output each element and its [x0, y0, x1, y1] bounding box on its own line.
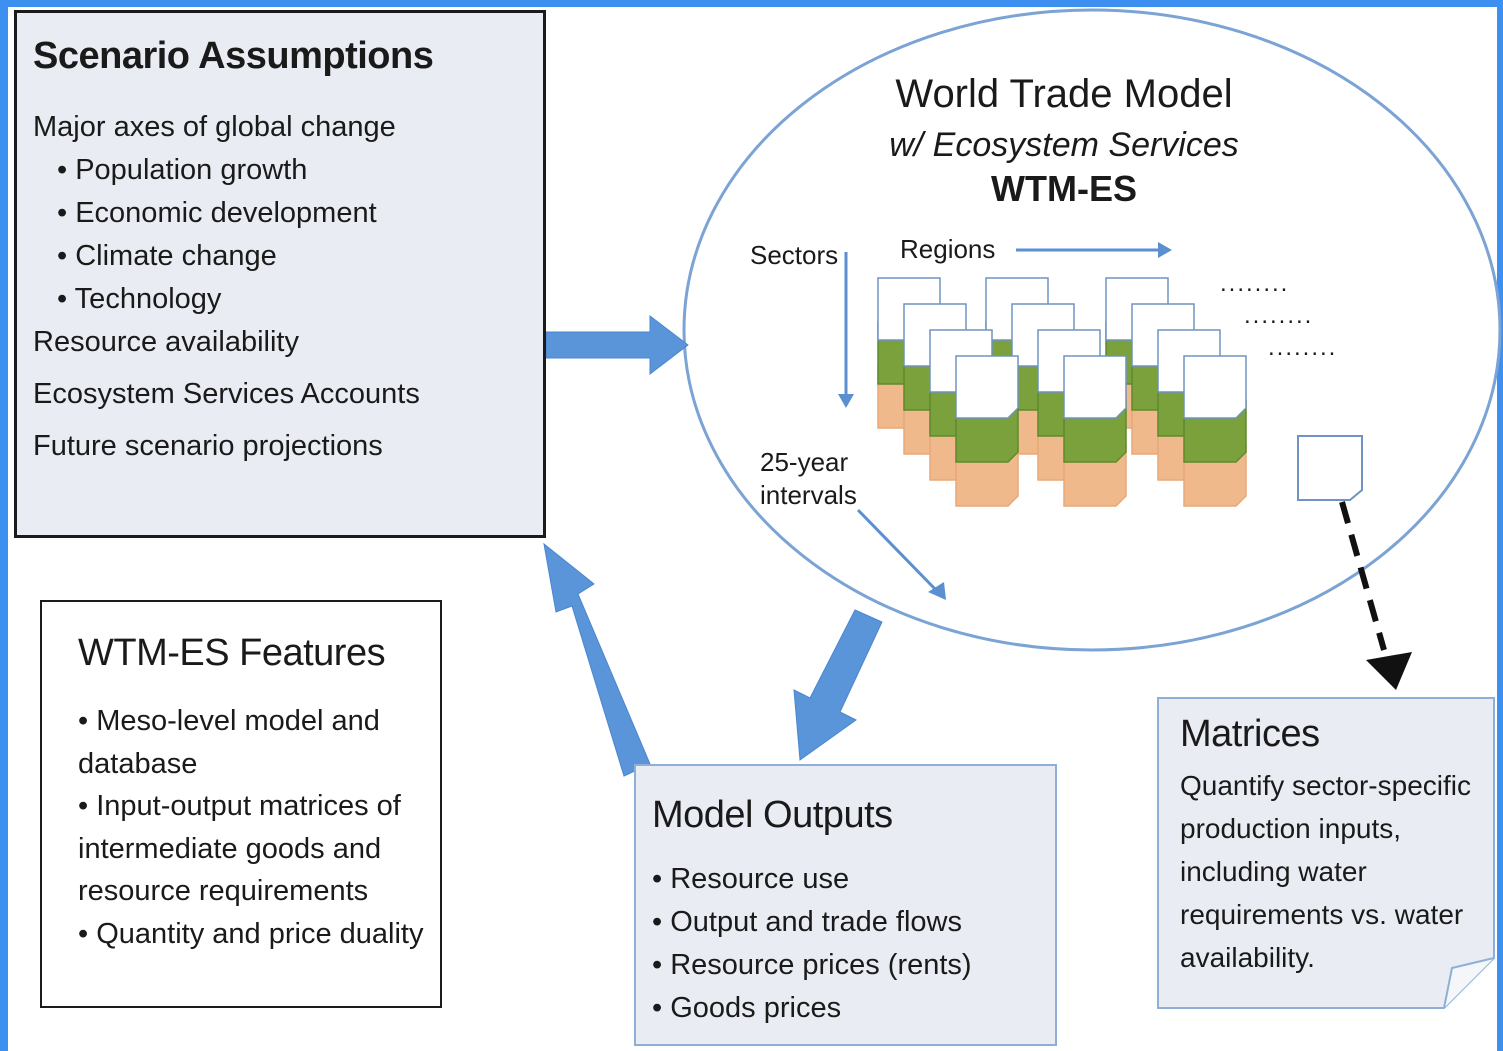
regions-label: Regions	[900, 234, 996, 264]
features-line: database	[78, 747, 198, 780]
continuation-dots: ........	[1244, 302, 1314, 329]
sectors-arrow-head	[838, 394, 854, 408]
scenario-bullet: • Technology	[57, 283, 222, 315]
scenario-bullet: • Economic development	[57, 197, 377, 229]
matrix-layers	[877, 277, 1247, 507]
dashed-arrow-head	[1366, 652, 1412, 690]
intervals-arrow	[856, 508, 938, 592]
outputs-bullet: • Resource prices (rents)	[652, 949, 972, 981]
outputs-bullet: • Output and trade flows	[652, 906, 962, 938]
model-outputs-box: Model Outputs • Resource use • Output an…	[634, 764, 1057, 1046]
scenario-item: Future scenario projections	[33, 430, 383, 462]
dashed-arrow-to-matrices	[1339, 501, 1387, 651]
wtm-subtitle: w/ Ecosystem Services	[889, 126, 1239, 164]
sectors-label: Sectors	[750, 240, 839, 270]
matrices-line: requirements vs. water	[1180, 899, 1464, 930]
continuation-dots: ........	[1220, 270, 1290, 297]
outputs-bullet: • Goods prices	[652, 992, 842, 1024]
features-title: WTM-ES Features	[78, 632, 386, 674]
scenario-title: Scenario Assumptions	[33, 35, 434, 77]
single-matrix-icon	[1297, 435, 1363, 501]
features-line: • Meso-level model and	[78, 705, 380, 737]
features-line: • Input-output matrices of	[78, 790, 401, 822]
matrix-square	[955, 355, 1019, 419]
scenario-bullet: • Population growth	[57, 154, 308, 186]
scenario-assumptions-box: Scenario Assumptions Major axes of globa…	[14, 10, 546, 538]
outputs-title: Model Outputs	[652, 794, 893, 836]
arrow-outputs-to-scenario	[543, 542, 651, 777]
regions-arrow-head	[1158, 242, 1172, 258]
scenario-item: Ecosystem Services Accounts	[33, 378, 420, 410]
features-line: resource requirements	[78, 875, 369, 907]
intervals-arrow-head	[928, 582, 946, 600]
frame-left-border	[0, 0, 8, 1051]
matrices-title: Matrices	[1180, 713, 1320, 755]
intervals-label-line1: 25-year	[760, 447, 849, 477]
scenario-heading: Major axes of global change	[33, 111, 396, 143]
features-line: • Quantity and price duality	[78, 917, 424, 950]
frame-right-border	[1497, 0, 1503, 1051]
outputs-bullet: • Resource use	[652, 863, 850, 895]
features-line: intermediate goods and	[78, 832, 382, 865]
wtm-title: World Trade Model	[895, 72, 1233, 116]
wtm-es-features-box: WTM-ES Features • Meso-level model and d…	[40, 600, 442, 1008]
wtm-short-name: WTM-ES	[991, 168, 1137, 209]
arrow-scenario-to-model	[545, 314, 689, 376]
scenario-item: Resource availability	[33, 326, 299, 358]
matrices-document-fold	[1443, 957, 1495, 1009]
matrices-line: production inputs,	[1180, 813, 1402, 844]
arrow-model-to-outputs	[793, 609, 883, 761]
frame-top-border	[0, 0, 1503, 7]
matrix-square	[1183, 355, 1247, 419]
matrices-line: availability.	[1180, 942, 1315, 973]
matrices-line: Quantify sector-specific	[1180, 770, 1471, 801]
intervals-label-line2: intervals	[760, 480, 857, 510]
scenario-bullet: • Climate change	[57, 240, 277, 272]
matrix-square	[1063, 355, 1127, 419]
matrices-line: including water	[1180, 856, 1367, 887]
continuation-dots: ........	[1268, 334, 1338, 361]
